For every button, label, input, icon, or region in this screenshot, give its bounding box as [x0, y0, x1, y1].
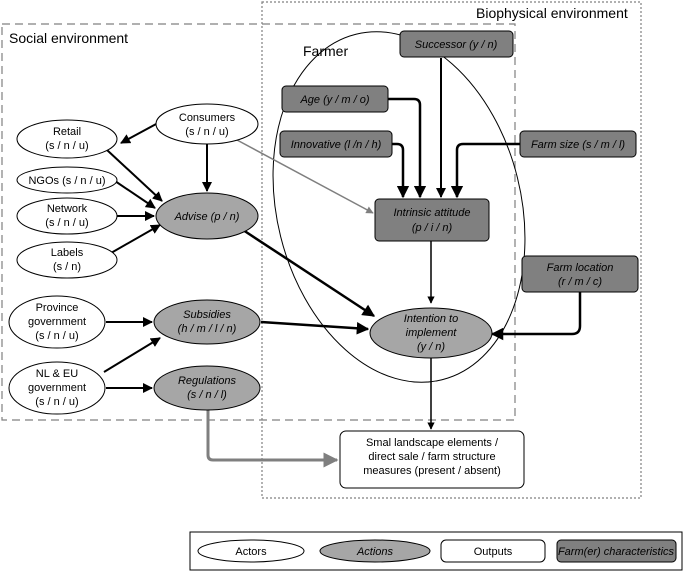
- legend-actions: Actions: [319, 539, 431, 563]
- characteristic-farm-location-label-1: Farm location: [547, 262, 614, 274]
- arrow-consumers-intrinsic: [236, 139, 374, 214]
- legend-outputs: Outputs: [440, 539, 546, 563]
- actor-labels-label-2: (s / n): [53, 261, 81, 273]
- actor-network-label-2: (s / n / u): [45, 217, 88, 229]
- actor-nl-eu-government: NL & EU government (s / n / u): [8, 361, 106, 415]
- actor-consumers-label-2: (s / n / u): [185, 126, 228, 138]
- arrow-advise-intention: [239, 226, 376, 318]
- characteristic-intrinsic-label-1: Intrinsic attitude: [393, 207, 470, 219]
- action-advise: Advise (p / n): [155, 192, 259, 240]
- arrow-farmsize-intrinsic: [450, 142, 520, 199]
- characteristic-innovative: Innovative (l /n / h): [279, 130, 393, 158]
- biophysical-environment-title: Biophysical environment: [476, 5, 628, 21]
- characteristic-farm-size-label: Farm size (s / m / l): [531, 139, 625, 151]
- farmer-boundary: [272, 31, 526, 383]
- characteristic-intrinsic-attitude: Intrinsic attitude (p / i / n): [374, 198, 490, 242]
- action-subsidies: Subsidies (h / m / l / n): [153, 299, 261, 345]
- legend: Actors Actions Outputs Farm(er) characte…: [189, 531, 683, 571]
- social-environment-title: Social environment: [9, 30, 128, 46]
- arrow-farmlocation-intention: [490, 292, 582, 341]
- actor-consumers: Consumers (s / n / u): [155, 103, 259, 145]
- characteristic-intrinsic-label-2: (p / i / n): [412, 222, 453, 234]
- action-advise-label: Advise (p / n): [174, 211, 240, 223]
- characteristic-innovative-label: Innovative (l /n / h): [291, 139, 382, 151]
- action-intention-label-3: (y / n): [417, 341, 445, 353]
- actor-network-label-1: Network: [47, 203, 88, 215]
- output-label-1: Smal landscape elements /: [366, 437, 499, 449]
- characteristic-farm-location: Farm location (r / m / c): [521, 255, 639, 293]
- characteristic-farm-size: Farm size (s / m / l): [519, 130, 637, 158]
- characteristic-age-label: Age (y / m / o): [299, 94, 369, 106]
- action-intention-to-implement: Intention to implement (y / n): [369, 307, 493, 359]
- legend-farm-characteristics-label: Farm(er) characteristics: [558, 546, 675, 558]
- legend-outputs-label: Outputs: [474, 546, 513, 558]
- actor-consumers-label-1: Consumers: [179, 112, 236, 124]
- arrow-nleu-subsidies: [103, 337, 161, 373]
- actor-nleu-label-2: government: [28, 382, 86, 394]
- actor-retail-label-2: (s / n / u): [45, 140, 88, 152]
- output-box: Smal landscape elements / direct sale / …: [339, 430, 525, 489]
- legend-actions-label: Actions: [356, 546, 394, 558]
- farmer-title: Farmer: [303, 43, 348, 59]
- arrow-age-intrinsic: [388, 97, 427, 199]
- action-subsidies-label-2: (h / m / l / n): [178, 323, 237, 335]
- characteristic-age: Age (y / m / o): [281, 85, 389, 113]
- action-regulations-label-1: Regulations: [178, 375, 237, 387]
- actor-labels-label-1: Labels: [51, 247, 84, 259]
- arrow-regulations-outputs: [206, 409, 339, 468]
- characteristic-successor: Successor (y / n): [399, 30, 514, 58]
- social-environment-box: [1, 23, 516, 421]
- arrow-ngos-advise: [114, 180, 156, 209]
- arrow-retail-advise: [106, 149, 163, 202]
- actor-province-label-3: (s / n / u): [35, 330, 78, 342]
- actor-labels: Labels (s / n): [16, 241, 118, 279]
- actor-network: Network (s / n / u): [16, 197, 118, 235]
- output-label-3: measures (present / absent): [363, 465, 501, 477]
- actor-ngos: NGOs (s / n / u): [16, 166, 118, 194]
- arrow-subsidies-intention: [260, 320, 370, 335]
- legend-actors-label: Actors: [235, 546, 267, 558]
- arrow-labels-advise: [110, 224, 161, 254]
- actor-nleu-label-1: NL & EU: [36, 368, 78, 380]
- actor-retail-label-1: Retail: [53, 126, 81, 138]
- action-regulations-label-2: (s / n / l): [187, 389, 227, 401]
- action-intention-label-1: Intention to: [404, 313, 458, 325]
- action-subsidies-label-1: Subsidies: [183, 309, 231, 321]
- actor-province-government: Province government (s / n / u): [8, 295, 106, 349]
- arrow-innovative-intrinsic: [392, 142, 410, 199]
- actor-ngos-label: NGOs (s / n / u): [28, 175, 105, 187]
- arrows: [103, 58, 582, 468]
- action-regulations: Regulations (s / n / l): [153, 365, 261, 411]
- biophysical-environment-box: [261, 1, 642, 499]
- actor-province-label-1: Province: [36, 302, 79, 314]
- arrow-consumers-retail: [120, 122, 159, 144]
- action-intention-label-2: implement: [406, 327, 458, 339]
- legend-actors: Actors: [197, 539, 305, 563]
- characteristic-farm-location-label-2: (r / m / c): [558, 276, 602, 288]
- legend-farm-characteristics: Farm(er) characteristics: [556, 539, 677, 563]
- actor-province-label-2: government: [28, 316, 86, 328]
- characteristic-successor-label: Successor (y / n): [415, 39, 498, 51]
- actor-nleu-label-3: (s / n / u): [35, 396, 78, 408]
- output-label-2: direct sale / farm structure: [368, 451, 495, 463]
- actor-retail: Retail (s / n / u): [16, 119, 118, 159]
